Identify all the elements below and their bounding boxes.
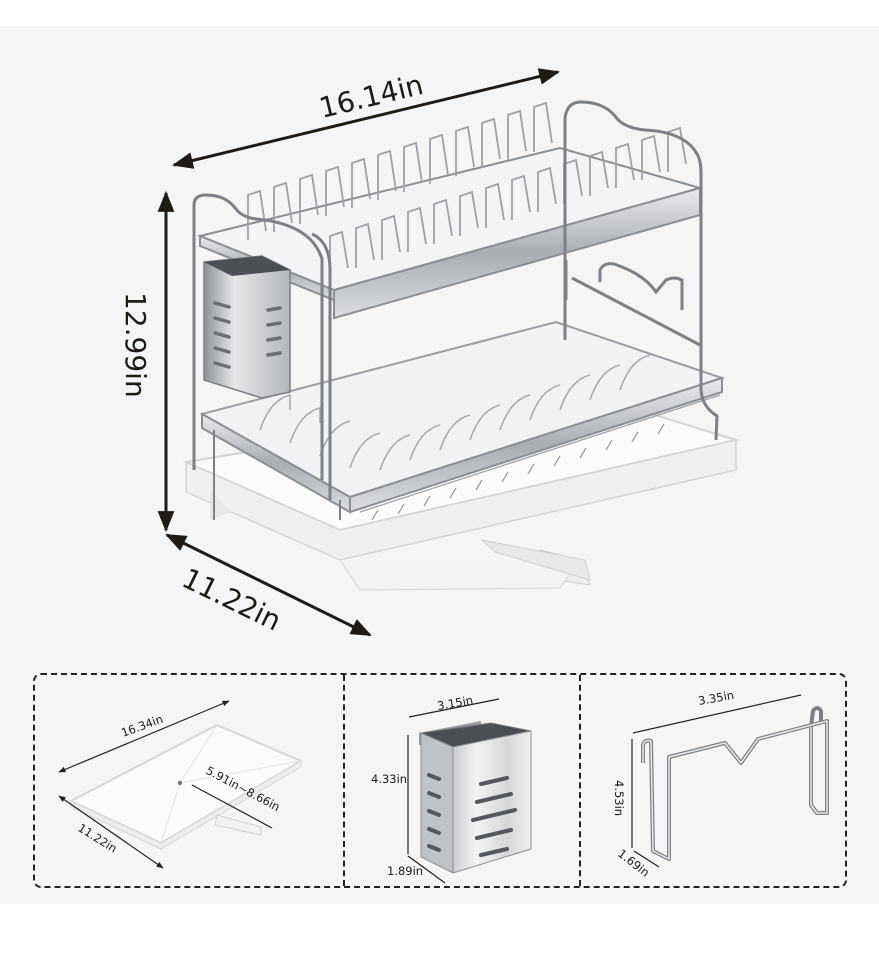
depth-label: 11.22in xyxy=(177,562,286,638)
tray-length-label: 16.34in xyxy=(119,712,165,740)
drip-tray-illustration: 16.34in 11.22in 5.91in~8.66in xyxy=(58,700,304,869)
rack-utensil-cup xyxy=(203,255,291,399)
holder-height-label: 4.33in xyxy=(371,772,407,786)
rack-lower-basket xyxy=(199,320,726,521)
rack-frame xyxy=(192,100,719,520)
board-holder-height-label: 4.53in xyxy=(612,780,626,816)
height-label: 12.99in xyxy=(119,292,152,398)
panel-divider xyxy=(579,675,581,886)
holder-width-label: 3.15in xyxy=(436,693,474,713)
product-dimension-image: 16.14in 12.99in 11.22in xyxy=(0,26,879,904)
board-holder-depth-label: 1.69in xyxy=(615,846,652,879)
rack-upper-basket xyxy=(196,101,704,320)
main-rack-illustration: 16.14in 12.99in 11.22in xyxy=(119,68,740,638)
utensil-holder-illustration: 3.15in 4.33in 1.89in xyxy=(371,693,532,884)
board-holder-illustration: 3.35in 4.53in 1.69in xyxy=(612,688,829,880)
width-dimension: 16.14in xyxy=(171,68,561,169)
accessories-panel: 16.34in 11.22in 5.91in~8.66in xyxy=(33,673,847,888)
holder-depth-label: 1.89in xyxy=(387,864,423,878)
board-holder-width-label: 3.35in xyxy=(697,688,735,708)
height-dimension: 12.99in xyxy=(119,190,175,533)
panel-divider xyxy=(343,675,345,886)
